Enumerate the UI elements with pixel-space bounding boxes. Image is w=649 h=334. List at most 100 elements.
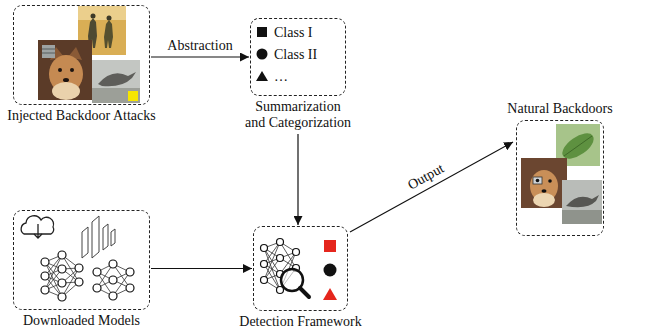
neural-network-icon [93, 284, 101, 292]
detection-network-icon [261, 277, 268, 284]
neural-network-icon [58, 293, 66, 301]
layer-blocks-icon [82, 216, 115, 258]
class-label: … [274, 66, 288, 88]
edge-label: Output [404, 160, 449, 195]
neural-network-icon [75, 278, 83, 286]
dashed-panel: Class IClass II… [250, 18, 346, 96]
neural-network-icon [93, 260, 134, 300]
detection-network-icon [261, 245, 268, 252]
dashed-panel [516, 120, 604, 236]
detected-class-symbols [323, 288, 337, 300]
dashed-panel [13, 5, 150, 105]
trojan-image-dog [42, 49, 55, 53]
neural-network-icon [109, 260, 117, 268]
neural-network-icon [58, 265, 66, 273]
detected-class-symbols [324, 264, 337, 277]
detection-network-icon [300, 288, 309, 297]
neural-network-icon [109, 292, 117, 300]
detection-network-icon [293, 249, 300, 256]
natural-image-dog [533, 177, 542, 184]
trojan-image-dog [70, 68, 74, 72]
dashed-panel [253, 226, 348, 311]
trojan-image-dog [38, 40, 92, 100]
detected-class-symbols [324, 240, 336, 252]
neural-network-icon [75, 264, 83, 272]
trojan-image-dog [42, 45, 55, 58]
trojan-image-soldiers [107, 16, 112, 21]
trojan-image-bird [92, 60, 140, 103]
panel-caption: Downloaded Models [7, 313, 157, 329]
layer-blocks-icon [92, 216, 99, 258]
neural-network-icon [58, 279, 66, 287]
trojan-image-dog [63, 78, 69, 82]
panel-caption: Summarization and Categorization [232, 99, 364, 131]
natural-image-dog [542, 189, 547, 193]
neural-network-icon [41, 251, 83, 301]
trojan-image-soldiers [78, 6, 126, 20]
layer-blocks-icon [103, 224, 108, 250]
trojan-image-soldiers [91, 14, 96, 19]
trojan-image-bird [92, 60, 140, 103]
natural-image-leaf [564, 136, 592, 156]
panel-group: Natural Backdoors [495, 101, 625, 236]
cloud-download-icon [21, 216, 54, 238]
detection-network-icon [261, 239, 310, 298]
neural-network-icon [41, 258, 49, 266]
trojan-image-dog [38, 40, 92, 100]
neural-network-icon [109, 276, 117, 284]
neural-network-icon [41, 286, 49, 294]
panel-group: Injected Backdoor Attacks [2, 5, 162, 124]
trojan-image-bird [92, 88, 140, 103]
neural-network-icon [126, 268, 134, 276]
natural-image-dog [533, 193, 555, 207]
detection-network-icon [277, 239, 284, 246]
panel-caption: Injected Backdoor Attacks [2, 108, 162, 124]
neural-network-icon [97, 264, 130, 296]
panel-group: Detection Framework [226, 226, 376, 330]
flow-arrow [297, 134, 298, 225]
trojan-image-soldiers [104, 20, 113, 48]
neural-network-icon [41, 272, 49, 280]
panel-group: Class IClass II…Summarization and Catego… [232, 18, 364, 131]
class-symbols [257, 49, 268, 60]
trojan-image-bird [128, 91, 138, 101]
neural-network-icon [93, 268, 101, 276]
detection-network-icon [261, 261, 268, 268]
natural-image-dog [521, 158, 567, 208]
neural-network-icon [126, 284, 134, 292]
panel-caption: Natural Backdoors [495, 101, 625, 117]
edge-label: Abstraction [165, 38, 234, 54]
natural-image-dog [536, 179, 540, 183]
neural-network-icon [45, 255, 79, 297]
class-label: Class II [274, 44, 317, 66]
natural-image-bird [562, 180, 602, 224]
class-symbols [256, 27, 268, 81]
class-label: Class I [274, 22, 313, 44]
natural-image-dog [548, 179, 552, 183]
cloud-download-icon [34, 224, 42, 238]
natural-image-bird [562, 180, 602, 224]
class-symbols [256, 71, 268, 81]
layer-blocks-icon [82, 227, 88, 258]
detected-class-symbols [323, 240, 337, 300]
neural-network-icon [58, 251, 66, 259]
neural-network-icon [93, 260, 134, 300]
class-symbols [257, 27, 267, 37]
trojan-image-dog [58, 68, 62, 72]
trojan-image-dog [52, 82, 80, 100]
natural-image-dog [521, 158, 567, 208]
panel-group: Downloaded Models [7, 210, 157, 329]
dashed-panel [13, 210, 150, 310]
layer-blocks-icon [111, 229, 115, 246]
flow-arrow [350, 142, 513, 232]
flow-arrow [151, 56, 249, 57]
trojan-image-bird [98, 72, 136, 86]
natural-image-bird [562, 210, 602, 224]
neural-network-icon [41, 251, 83, 301]
detection-network-icon [277, 255, 284, 262]
flow-arrow [151, 268, 252, 269]
panel-caption: Detection Framework [226, 314, 376, 330]
